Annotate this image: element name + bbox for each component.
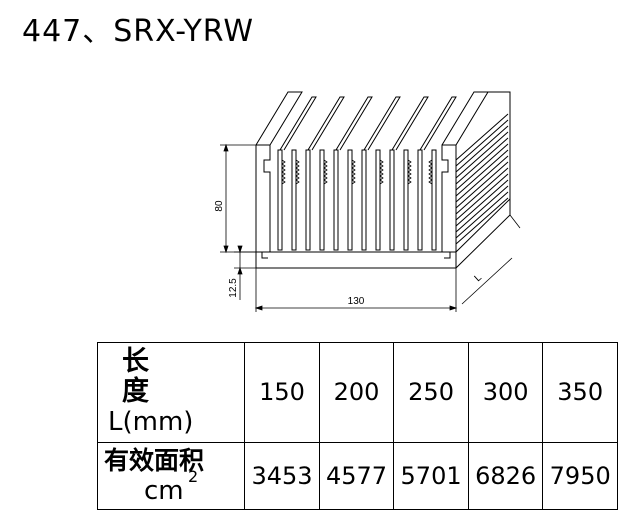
fins	[277, 149, 437, 251]
area-cell: 6826	[467, 441, 544, 511]
length-cell: 200	[318, 342, 395, 443]
length-cell: 300	[467, 342, 544, 443]
area-unit-exponent: 2	[188, 466, 199, 486]
area-cell: 7950	[542, 441, 618, 511]
area-unit-base: cm	[144, 475, 184, 506]
dimension-base	[234, 245, 256, 300]
length-label: L	[473, 272, 485, 284]
product-title: 447、SRX-YRW	[22, 14, 255, 49]
heatsink-drawing: 80 12.5 130 L	[214, 91, 521, 312]
height-label: 80	[214, 200, 225, 212]
heatsink-depth-view	[255, 91, 511, 269]
base-label: 12.5	[228, 278, 239, 298]
area-cell: 5701	[393, 441, 469, 511]
fin-serrations	[281, 159, 433, 185]
left-wall	[255, 144, 271, 252]
dimension-length	[461, 214, 521, 305]
area-cell: 3453	[244, 441, 320, 511]
base-plate	[255, 251, 457, 269]
heatsink-front-view	[255, 144, 457, 269]
length-unit: L(mm)	[108, 407, 194, 438]
table-row-length: 长 度 L(mm) 150 200 250 300 350	[96, 342, 618, 443]
dimension-width	[254, 268, 458, 312]
length-label: 长 度	[122, 346, 177, 408]
length-cell: 350	[542, 342, 618, 443]
width-label: 130	[348, 296, 365, 307]
area-cell: 4577	[318, 441, 395, 511]
length-cell: 250	[393, 342, 469, 443]
right-wall	[441, 144, 457, 252]
area-label: 有效面积	[104, 445, 205, 475]
length-header-cell: 长 度 L(mm)	[96, 342, 246, 443]
length-cell: 150	[244, 342, 320, 443]
dimension-height	[220, 143, 256, 254]
foot-notches	[261, 252, 451, 259]
